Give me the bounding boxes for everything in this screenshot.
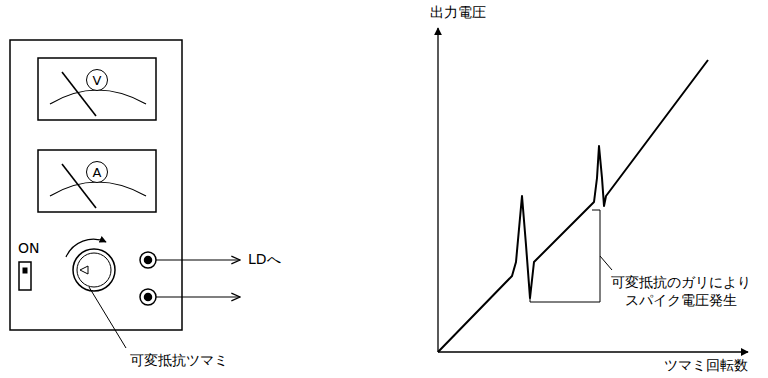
annotation-label: 可変抵抗のガリにより スパイク電圧発生 bbox=[606, 274, 756, 309]
variable-resistor-knob bbox=[73, 249, 115, 291]
terminal-core bbox=[145, 294, 152, 301]
meter-symbol: A bbox=[86, 161, 108, 183]
power-switch bbox=[19, 262, 31, 290]
meter-letter: A bbox=[93, 166, 102, 179]
annotation-label: 可変抵抗ツマミ bbox=[130, 352, 228, 370]
output-terminal bbox=[140, 289, 156, 305]
switch-lever bbox=[23, 268, 27, 273]
bracket bbox=[530, 210, 600, 302]
leader-line bbox=[600, 256, 612, 270]
meter-letter: V bbox=[93, 74, 102, 87]
output-terminal bbox=[140, 252, 156, 268]
leader-line bbox=[89, 287, 126, 348]
x-axis bbox=[438, 351, 748, 352]
annotation-label: ON bbox=[18, 240, 40, 258]
y-axis bbox=[437, 28, 438, 352]
voltmeter-box bbox=[38, 58, 156, 120]
ammeter-box bbox=[38, 150, 156, 212]
annotation-label: LDへ bbox=[248, 251, 281, 269]
meter-scale bbox=[50, 90, 146, 104]
output-wire bbox=[156, 259, 240, 260]
power-supply-panel bbox=[10, 40, 182, 330]
knob-pointer bbox=[80, 266, 88, 274]
meter-scale bbox=[50, 182, 146, 196]
annotation-label: 出力電圧 bbox=[430, 4, 486, 22]
rotation-arrow bbox=[66, 239, 106, 257]
terminal-core bbox=[145, 257, 152, 264]
output-voltage-curve bbox=[438, 60, 708, 352]
output-wire bbox=[156, 296, 240, 297]
annotation-label: ツマミ回転数 bbox=[664, 357, 748, 375]
knob-inner bbox=[77, 253, 111, 287]
meter-symbol: V bbox=[86, 69, 108, 91]
